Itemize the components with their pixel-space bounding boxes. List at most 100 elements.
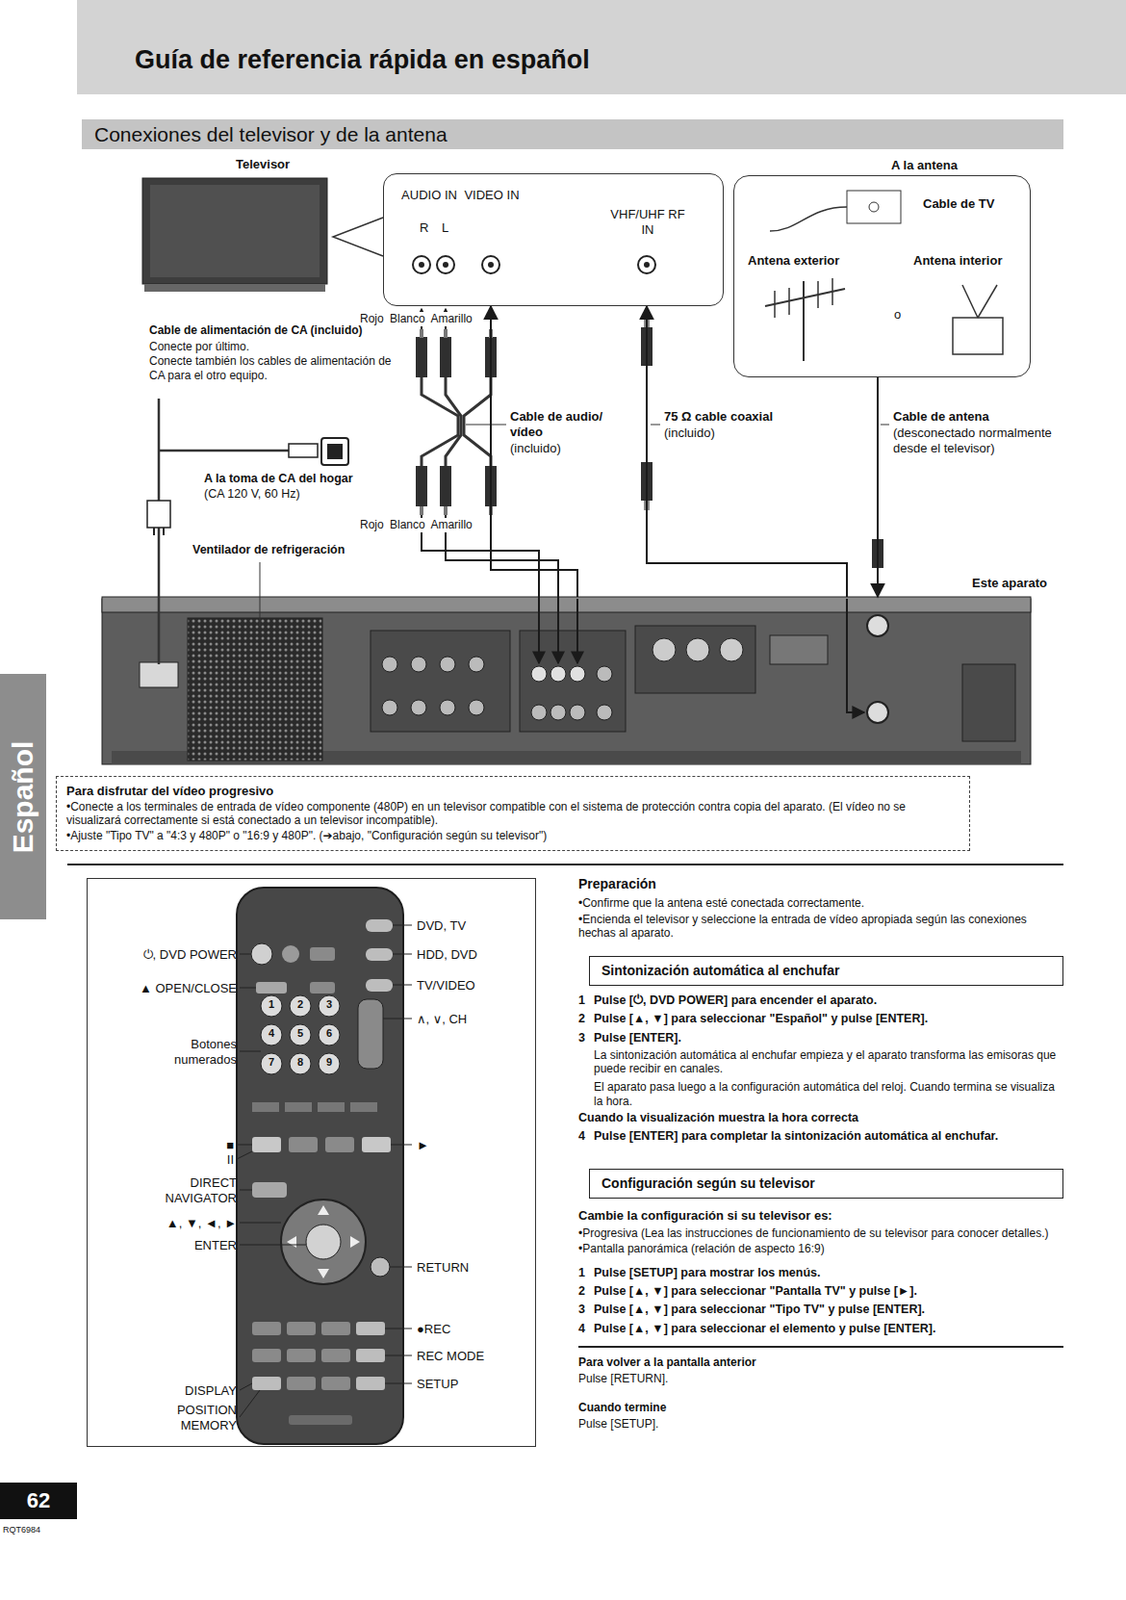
key-digit: 3: [321, 998, 337, 1011]
box-heading: Sintonización automática al enchufar: [601, 962, 1051, 979]
cable-note: Conecte también los cables de alimentaci…: [149, 354, 398, 383]
unit-label: Este aparato: [972, 575, 1048, 591]
remote-illustration: [365, 978, 393, 992]
antenna-box: A la antenaCable de TVAntena exterioroAn…: [733, 175, 1031, 378]
leader-line: [259, 562, 261, 626]
power-cord: [147, 398, 349, 665]
tv-jacks: [638, 255, 656, 274]
remote-illustration: [252, 1181, 287, 1198]
language-tab: Español: [0, 673, 47, 920]
remote-illustration: [289, 1023, 311, 1046]
tv-illustration: [144, 283, 326, 292]
remote-callout: TV/VIDEO: [416, 977, 533, 994]
instruction-text: Cuando la visualización muestra la hora …: [578, 1110, 1064, 1126]
step-text: Pulse [ENTER] para completar la sintoniz…: [593, 1128, 1064, 1144]
cable-note: Conecte por último.: [149, 339, 398, 355]
remote-panel: ⏻, DVD POWER▲ OPEN/CLOSEBotones numerado…: [86, 877, 537, 1447]
tv-jacks: [482, 255, 500, 274]
tv-illustration: [142, 178, 328, 292]
recorder-illustration: [652, 638, 676, 662]
audio-video-plugs: [445, 377, 461, 466]
recorder-illustration: [531, 704, 547, 720]
terminal-name: AUDIO IN: [400, 187, 459, 204]
step-text: Pulse [ENTER].: [593, 1030, 1064, 1046]
remote-callout: Botones numerados: [159, 1036, 237, 1068]
remote-leader-line: [390, 1144, 412, 1146]
recorder-illustration: [867, 701, 889, 723]
remote-leader-line: [239, 1189, 253, 1191]
antenna-illustration: [788, 287, 791, 315]
tv-jacks: [436, 255, 455, 274]
instruction-text: Para volver a la pantalla anterior: [578, 1355, 1064, 1370]
part-label: o: [894, 307, 908, 323]
key-digit: 6: [321, 1026, 337, 1040]
box-heading: Configuración según su televisor: [601, 1175, 1051, 1192]
power-cord: [327, 443, 343, 460]
step-text: Pulse [SETUP] para mostrar los menús.: [593, 1265, 1064, 1280]
cable-wire: [421, 308, 865, 713]
step-text: Pulse [▲, ▼] para seleccionar "Español" …: [593, 1011, 1064, 1026]
rule-line: [578, 1345, 1064, 1348]
remote-leader-line: [384, 1382, 412, 1384]
step-text: Pulse [▲, ▼] para seleccionar el element…: [593, 1321, 1064, 1336]
remote-illustration: [318, 1052, 340, 1075]
step-number: 1: [578, 1265, 592, 1280]
remote-illustration: [281, 1199, 366, 1284]
note-box: Para disfrutar del vídeo progresivo•Cone…: [55, 775, 971, 851]
remote-illustration: [325, 1136, 355, 1152]
remote-leader-line: [239, 1222, 282, 1224]
separator-rule: [67, 864, 1064, 866]
audio-video-plugs: [415, 465, 428, 507]
recorder-illustration: [769, 635, 828, 665]
terminal-name: VHF/UHF RF IN: [609, 206, 687, 238]
cable-label: Cable de audio/ vídeo: [510, 409, 626, 440]
remote-illustration: [286, 1348, 316, 1362]
remote-illustration: [260, 1023, 282, 1046]
remote-illustration: [356, 1321, 385, 1335]
tv-jacks: [487, 261, 494, 268]
wire-color-label: Rojo Blanco Amarillo: [358, 311, 475, 327]
wire-color-label: Rojo Blanco Amarillo: [358, 517, 475, 533]
tab-text: Español: [5, 740, 42, 853]
step-text: Pulse [⏻, DVD POWER] para encender el ap…: [593, 993, 1064, 1008]
cable-wire: [846, 598, 865, 713]
audio-video-plugs: [419, 329, 424, 338]
step-number: 2: [578, 1283, 592, 1299]
antenna-illustration: [773, 290, 776, 318]
remote-illustration: [358, 998, 384, 1069]
cable-label: (desconectado normalmente desde el telev…: [893, 425, 1067, 457]
remote-illustration: [370, 1256, 390, 1277]
recorder-illustration: [102, 596, 1031, 613]
remote-illustration: [365, 919, 393, 932]
remote-callout: REC MODE: [416, 1348, 533, 1364]
leader-line: [880, 424, 890, 426]
remote-leader-line: [236, 924, 412, 1417]
remote-callout: HDD, DVD: [416, 946, 533, 963]
device-label: Televisor: [235, 156, 290, 173]
outlet-label: A la toma de CA del hogar: [204, 471, 416, 487]
key-digit: 5: [292, 1026, 308, 1040]
tv-illustration: [150, 184, 320, 278]
remote-illustration: [260, 1052, 282, 1075]
remote-leader-line: [392, 953, 412, 955]
remote-illustration: [317, 1204, 330, 1215]
cable-wire: [421, 514, 539, 664]
remote-illustration: [306, 1224, 341, 1259]
remote-callout: DISPLAY: [140, 1382, 237, 1399]
remote-illustration: [321, 1376, 351, 1390]
cable-label: (incluido): [664, 425, 799, 441]
remote-illustration: [286, 1376, 316, 1390]
remote-illustration: [255, 981, 287, 994]
recorder-illustration: [370, 630, 511, 732]
audio-video-plugs: [439, 465, 452, 507]
remote-illustration: [309, 946, 335, 961]
antenna-illustration: [962, 284, 978, 318]
remote-callout: SETUP: [416, 1376, 533, 1392]
recorder-illustration: [139, 662, 179, 688]
bullet-text: •Pantalla panorámica (relación de aspect…: [578, 1241, 1064, 1256]
recorder-illustration: [102, 598, 1031, 765]
connector-line: [876, 377, 879, 597]
recorder-illustration: [867, 614, 889, 637]
terminal-name: R L: [405, 220, 463, 236]
